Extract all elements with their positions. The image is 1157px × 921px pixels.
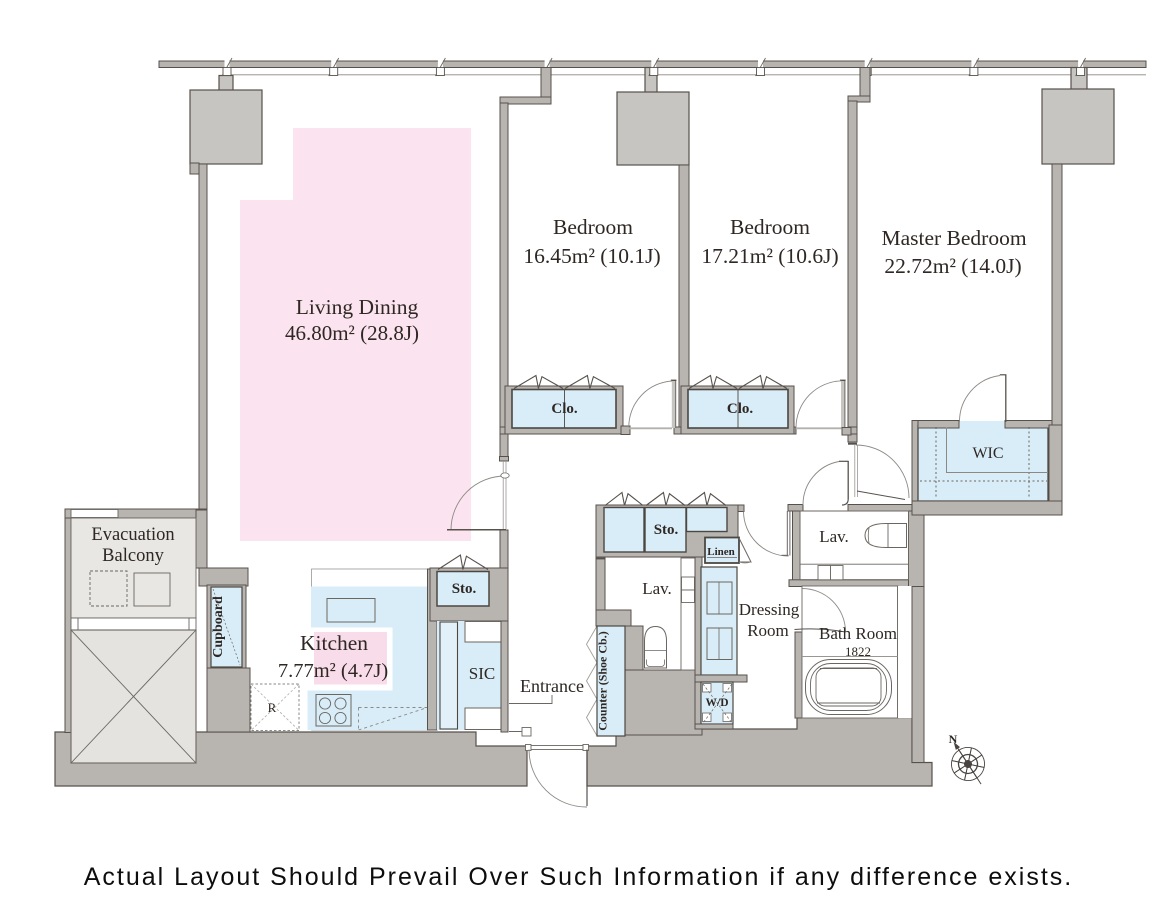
svg-text:Lav.: Lav. <box>819 527 849 546</box>
svg-text:Sto.: Sto. <box>654 522 679 538</box>
svg-text:WIC: WIC <box>972 445 1003 462</box>
svg-text:SIC: SIC <box>469 664 495 683</box>
svg-text:Bedroom: Bedroom <box>730 215 810 239</box>
svg-text:17.21m² (10.6J): 17.21m² (10.6J) <box>701 244 838 268</box>
svg-text:Clo.: Clo. <box>551 401 578 417</box>
svg-text:Evacuation: Evacuation <box>91 525 174 545</box>
svg-text:1822: 1822 <box>845 644 871 659</box>
svg-text:Cupboard: Cupboard <box>211 596 226 658</box>
svg-text:Master Bedroom: Master Bedroom <box>881 226 1026 250</box>
svg-text:Bath Room: Bath Room <box>819 624 897 643</box>
svg-text:W/D: W/D <box>706 697 729 709</box>
svg-text:46.80m² (28.8J): 46.80m² (28.8J) <box>285 321 419 345</box>
svg-text:Clo.: Clo. <box>727 401 754 417</box>
svg-text:16.45m² (10.1J): 16.45m² (10.1J) <box>523 244 660 268</box>
svg-text:Dressing: Dressing <box>739 600 800 619</box>
svg-text:Bedroom: Bedroom <box>553 215 633 239</box>
svg-text:N: N <box>949 732 958 746</box>
svg-text:Sto.: Sto. <box>452 581 477 597</box>
svg-text:Balcony: Balcony <box>102 546 164 566</box>
svg-text:Linen: Linen <box>707 546 735 558</box>
svg-text:R: R <box>268 700 277 715</box>
svg-text:7.77m² (4.7J): 7.77m² (4.7J) <box>278 660 388 682</box>
svg-text:Room: Room <box>747 621 789 640</box>
svg-text:Lav.: Lav. <box>642 579 672 598</box>
svg-text:Living Dining: Living Dining <box>296 295 419 319</box>
svg-text:22.72m² (14.0J): 22.72m² (14.0J) <box>884 254 1021 278</box>
svg-text:Kitchen: Kitchen <box>300 631 368 655</box>
svg-text:Entrance: Entrance <box>520 676 584 696</box>
svg-text:Counter (Shoe Cb.): Counter (Shoe Cb.) <box>596 631 610 730</box>
